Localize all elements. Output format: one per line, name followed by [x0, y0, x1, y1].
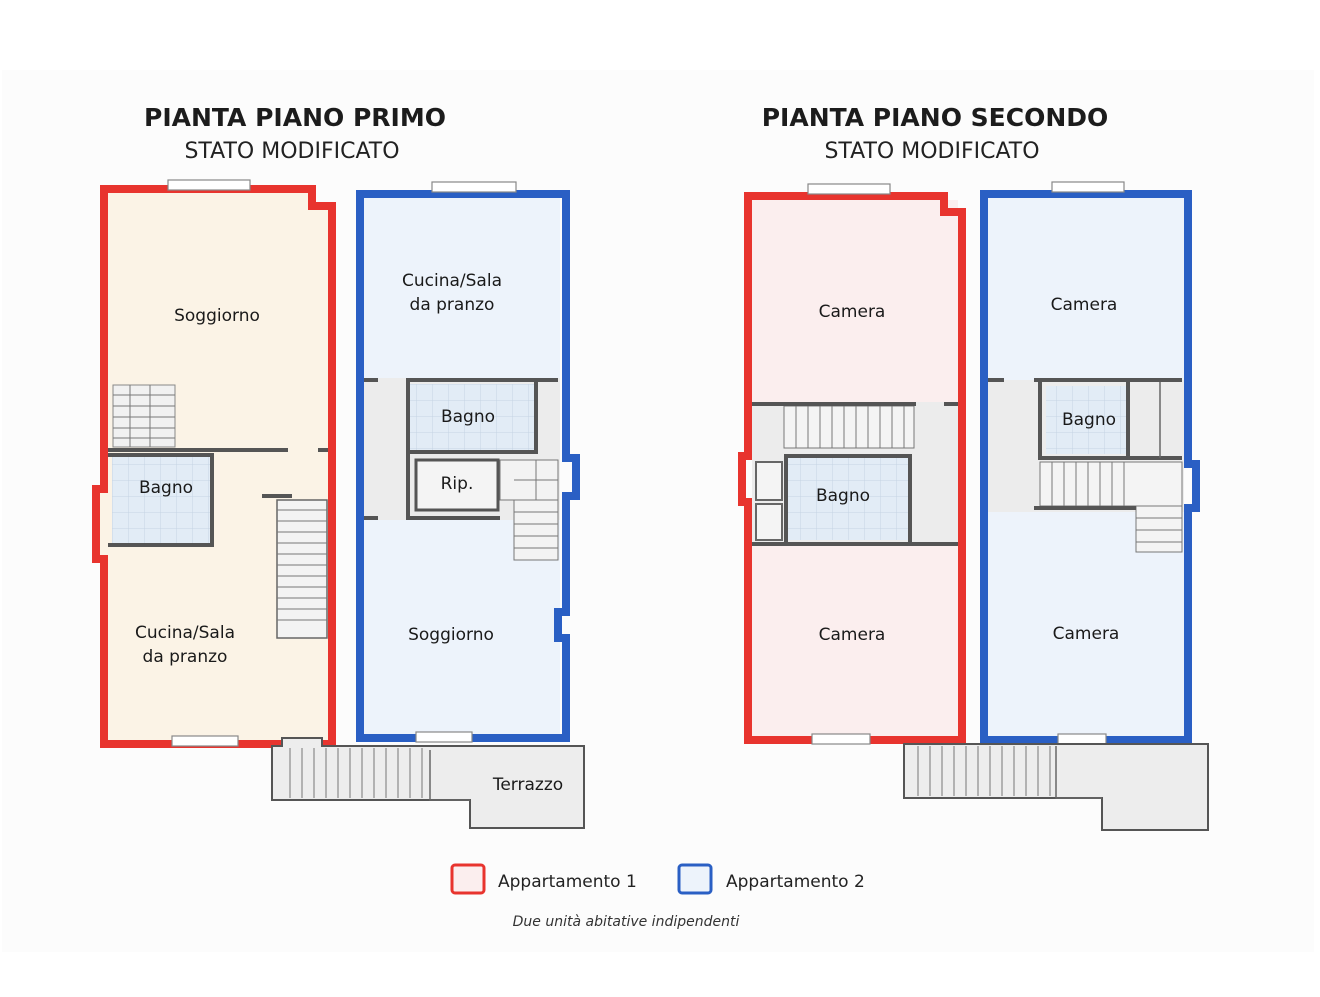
second-floor-terrace	[903, 743, 1209, 831]
second-floor-subtitle: STATO MODIFICATO	[824, 139, 1039, 164]
apartment-2-outline	[980, 190, 1200, 744]
first-floor-title: PIANTA PIANO PRIMO	[144, 103, 446, 132]
window	[1057, 733, 1107, 745]
room-label: Cucina/Sala	[402, 271, 502, 291]
room-label: Soggiorno	[408, 625, 494, 645]
bathroom-tiles	[112, 455, 212, 545]
room-label: Rip.	[441, 474, 474, 494]
window	[431, 181, 517, 193]
room-label: Camera	[1053, 624, 1120, 644]
legend: Appartamento 1 Appartamento 2	[450, 863, 865, 895]
second-floor-apartment-2: Camera Bagno Camera	[980, 181, 1200, 745]
first-floor-terrace: Terrazzo	[271, 737, 585, 829]
room-label: Bagno	[1062, 410, 1116, 430]
caption: Due unità abitative indipendenti	[513, 914, 740, 930]
apartment-1-outline	[738, 192, 966, 744]
room-label: Camera	[819, 302, 886, 322]
window	[167, 179, 251, 191]
first-floor-apartment-2: Cucina/Sala da pranzo Bagno Rip. Soggior…	[356, 181, 580, 743]
window	[1051, 181, 1125, 193]
staircase	[262, 494, 328, 639]
second-floor-title: PIANTA PIANO SECONDO	[762, 103, 1109, 132]
room-label: da pranzo	[410, 295, 495, 315]
legend-swatch-apartment-2	[677, 863, 713, 895]
window	[807, 183, 891, 195]
room-label: Bagno	[441, 407, 495, 427]
staircase	[112, 384, 176, 448]
room-label: Bagno	[139, 478, 193, 498]
second-floor-apartment-1: Camera Bagno Camera	[738, 183, 966, 745]
apartment-2-outline	[356, 190, 580, 742]
window	[171, 735, 239, 747]
room-label: da pranzo	[143, 647, 228, 667]
room-label: Terrazzo	[492, 775, 563, 795]
legend-label-apartment-2: Appartamento 2	[726, 872, 865, 892]
room-label: Camera	[1051, 295, 1118, 315]
staircase	[783, 405, 915, 449]
staircase	[1039, 461, 1183, 553]
room-label: Soggiorno	[174, 306, 260, 326]
window	[811, 733, 871, 745]
room-label: Bagno	[816, 486, 870, 506]
external-staircase	[917, 746, 1051, 796]
first-floor-apartment-1: Soggiorno Bagno Cucina/Sala da pranzo	[92, 179, 336, 748]
room-label: Cucina/Sala	[135, 623, 235, 643]
legend-label-apartment-1: Appartamento 1	[498, 872, 637, 892]
first-floor-subtitle: STATO MODIFICATO	[184, 139, 399, 164]
room-label: Camera	[819, 625, 886, 645]
legend-swatch-apartment-1	[450, 863, 486, 895]
external-staircase	[289, 748, 423, 798]
window	[415, 731, 473, 743]
apartment-1-outline	[92, 185, 336, 748]
staircase	[499, 459, 559, 561]
